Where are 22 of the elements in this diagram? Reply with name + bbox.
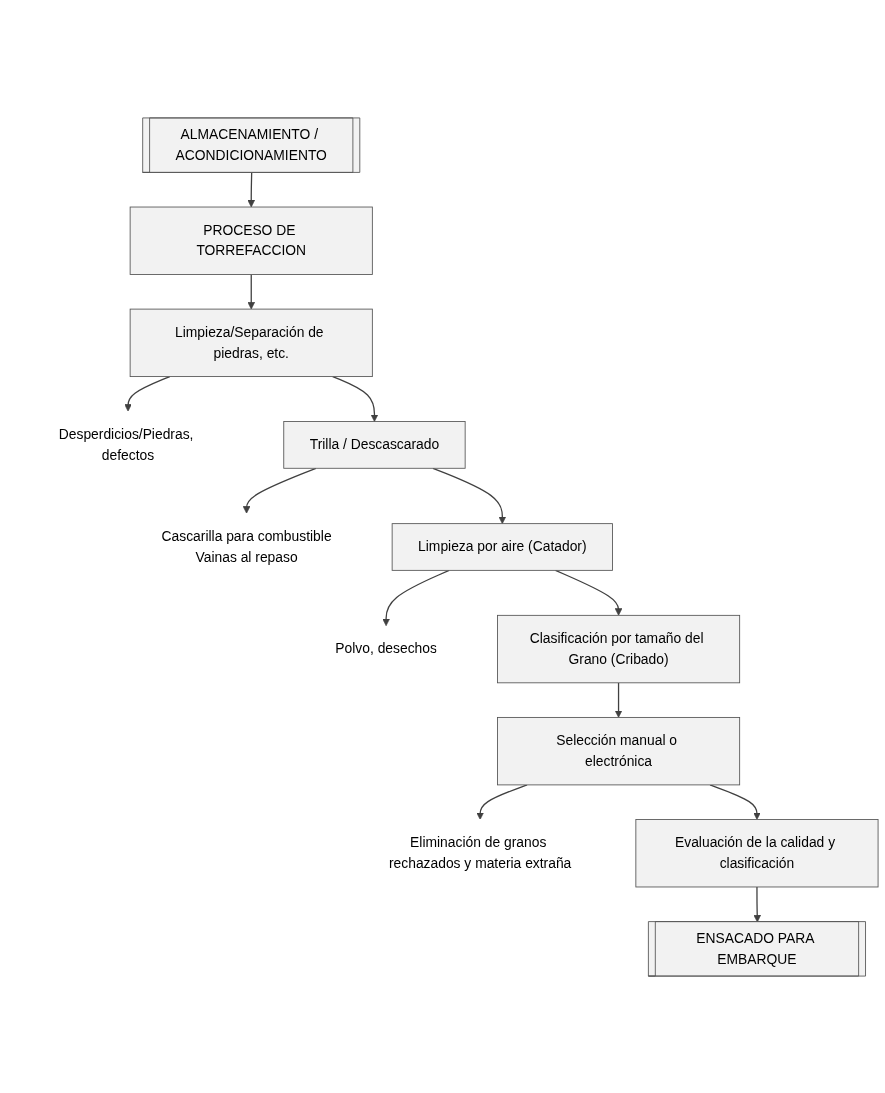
node-box: Selección manual o electrónica <box>497 716 741 785</box>
node-box: Clasificación por tamaño del Grano (Cribado) <box>497 614 741 683</box>
node-text: Cascarilla para combustible Vainas al repaso <box>161 528 332 564</box>
node-text: Polvo, desechos <box>335 640 437 656</box>
node-box: Limpieza/Separación de piedras, etc. <box>129 308 373 377</box>
arrow <box>753 885 762 922</box>
arrow <box>432 467 507 524</box>
arrow <box>247 273 256 309</box>
node-text: Eliminación de granos rechazados y materia extraña <box>388 834 572 871</box>
arrow <box>332 375 379 422</box>
arrow <box>476 783 528 820</box>
arrow <box>382 569 450 626</box>
node-box: Limpieza por aire (Catador) <box>391 522 613 571</box>
node-text: Desperdicios/Piedras, defectos <box>58 426 194 462</box>
arrow <box>247 171 256 207</box>
arrow <box>242 467 317 514</box>
arrow <box>554 569 623 616</box>
node-box: Evaluación de la calidad y clasificación <box>635 818 879 887</box>
arrow <box>614 681 623 718</box>
node-box: PROCESO DE TORREFACCION <box>129 206 373 275</box>
node-box: Trilla / Descascarado <box>283 420 466 469</box>
arrow <box>124 375 171 412</box>
